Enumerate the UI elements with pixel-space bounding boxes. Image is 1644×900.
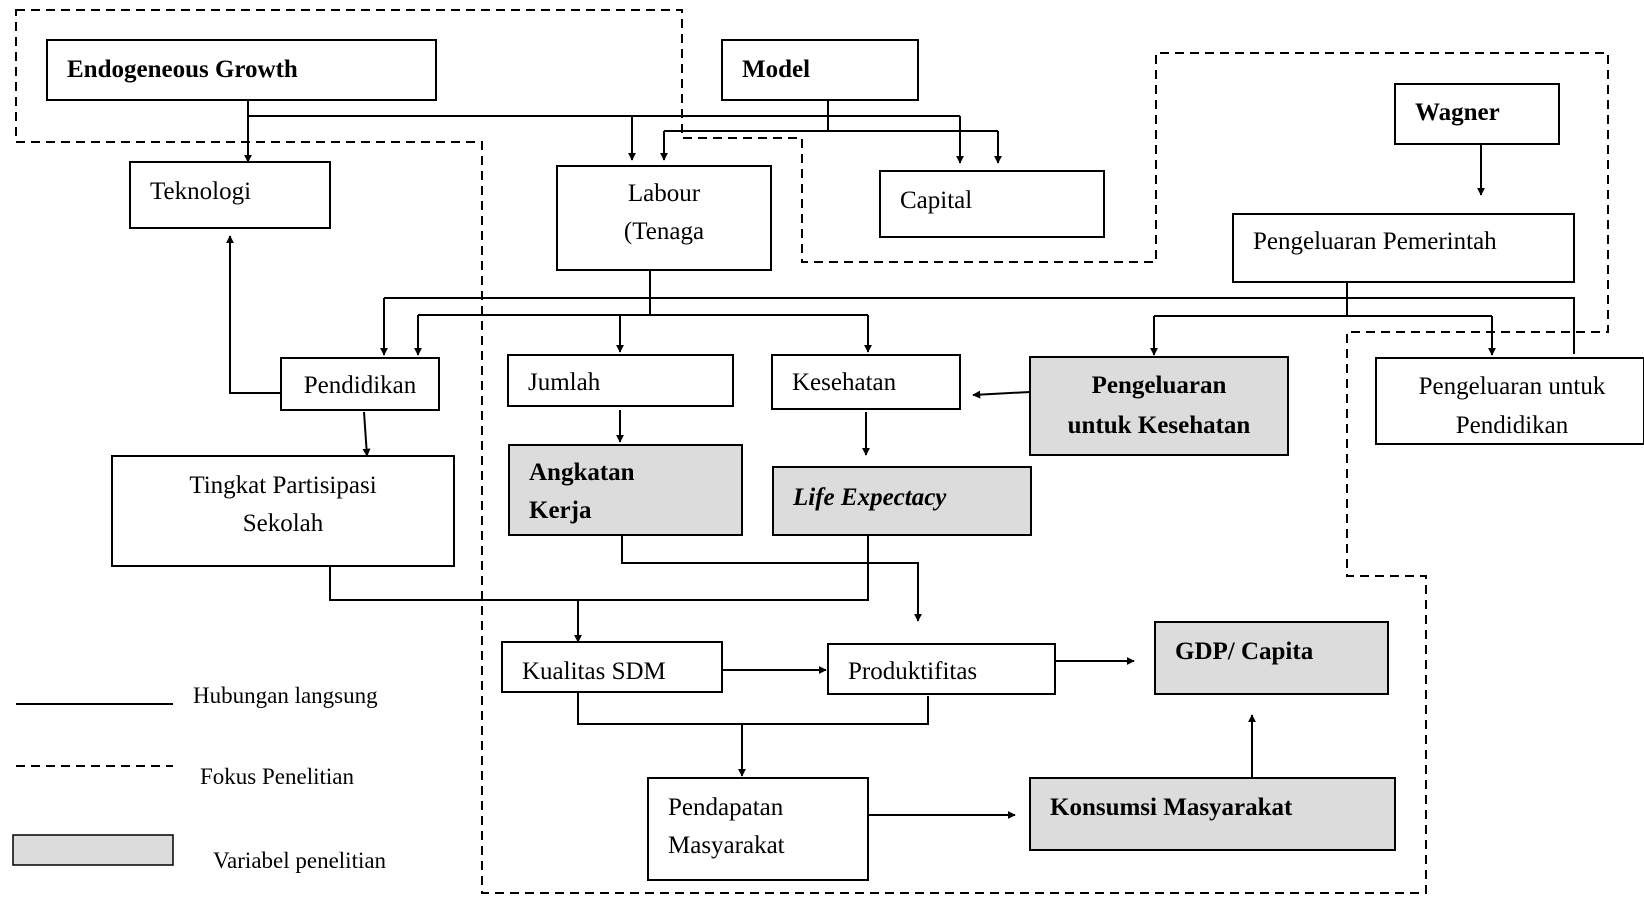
edge-to-pendapatan-bus bbox=[577, 692, 929, 725]
node-jumlah: Jumlah bbox=[507, 354, 734, 407]
node-pendapatan-label-1: Pendapatan bbox=[668, 794, 784, 821]
node-teknologi-label: Teknologi bbox=[150, 178, 251, 205]
focus-regions bbox=[15, 9, 1609, 894]
node-produktifitas: Produktifitas bbox=[827, 643, 1056, 695]
node-pengeluaran-pendidikan-label-1: Pengeluaran untuk bbox=[1419, 373, 1606, 400]
node-angkatan-kerja-label-1: Angkatan bbox=[529, 459, 635, 486]
legend-direct-label: Hubungan langsung bbox=[193, 683, 378, 708]
node-labour-label-2: (Tenaga bbox=[624, 218, 704, 245]
legend-focus-label: Fokus Penelitian bbox=[200, 764, 354, 789]
node-life-expectancy: Life Expectacy bbox=[772, 466, 1032, 536]
edges bbox=[226, 100, 1575, 819]
node-kesehatan: Kesehatan bbox=[771, 354, 961, 410]
node-tps-label-1: Tingkat Partisipasi bbox=[189, 472, 376, 499]
node-capital: Capital bbox=[879, 170, 1105, 238]
node-kesehatan-label: Kesehatan bbox=[792, 369, 897, 396]
edge-pendidikan-to-tps bbox=[362, 411, 371, 457]
node-capital-label: Capital bbox=[900, 187, 972, 214]
focus-region-endogeneous bbox=[15, 9, 1609, 894]
node-pengeluaran-pemerintah-label: Pengeluaran Pemerintah bbox=[1253, 228, 1497, 255]
edge-pengkes-to-kesehatan bbox=[972, 390, 1031, 399]
node-labour-label-1: Labour bbox=[628, 180, 701, 207]
node-konsumsi-masyarakat: Konsumsi Masyarakat bbox=[1029, 777, 1396, 851]
legend-variable-label: Variabel penelitian bbox=[213, 848, 387, 873]
node-endogeneous-growth: Endogeneous Growth bbox=[46, 39, 437, 101]
node-pengeluaran-kesehatan-label-2: untuk Kesehatan bbox=[1068, 412, 1251, 439]
node-tingkat-partisipasi-sekolah: Tingkat Partisipasi Sekolah bbox=[111, 455, 455, 567]
node-pengeluaran-kesehatan-label-1: Pengeluaran bbox=[1092, 372, 1227, 399]
node-teknologi: Teknologi bbox=[129, 161, 331, 229]
node-pengeluaran-pemerintah: Pengeluaran Pemerintah bbox=[1232, 213, 1575, 283]
node-pendidikan-label: Pendidikan bbox=[304, 372, 417, 399]
legend: Hubungan langsung Fokus Penelitian Varia… bbox=[12, 683, 387, 873]
node-pendapatan-masyarakat: Pendapatan Masyarakat bbox=[647, 777, 869, 881]
node-endogeneous-growth-label: Endogeneous Growth bbox=[67, 56, 298, 83]
edge-pendidikan-to-teknologi bbox=[226, 235, 281, 394]
node-konsumsi-label: Konsumsi Masyarakat bbox=[1050, 794, 1293, 821]
node-kualitas-sdm: Kualitas SDM bbox=[501, 641, 723, 693]
node-labour: Labour (Tenaga bbox=[556, 165, 772, 271]
node-pendidikan: Pendidikan bbox=[280, 357, 440, 411]
edge-angkatan-to-produktifitas bbox=[621, 535, 922, 622]
node-life-expectancy-label: Life Expectacy bbox=[792, 484, 947, 511]
node-pengeluaran-pendidikan: Pengeluaran untuk Pendidikan bbox=[1375, 357, 1644, 445]
node-pendapatan-label-2: Masyarakat bbox=[668, 832, 785, 859]
node-pengeluaran-pendidikan-label-2: Pendidikan bbox=[1456, 412, 1569, 439]
node-produktifitas-label: Produktifitas bbox=[848, 658, 977, 685]
node-jumlah-label: Jumlah bbox=[528, 369, 601, 396]
edge-labour-top-bus bbox=[384, 297, 1575, 354]
node-angkatan-kerja-label-2: Kerja bbox=[529, 497, 592, 524]
node-gdp-capita: GDP/ Capita bbox=[1154, 621, 1389, 695]
node-kualitas-sdm-label: Kualitas SDM bbox=[522, 658, 666, 685]
edge-tps-life-bus bbox=[329, 535, 869, 601]
legend-variable-swatch bbox=[12, 834, 174, 866]
node-wagner: Wagner bbox=[1394, 83, 1560, 145]
node-angkatan-kerja: Angkatan Kerja bbox=[508, 444, 743, 536]
node-wagner-label: Wagner bbox=[1415, 99, 1500, 126]
node-pengeluaran-kesehatan: Pengeluaran untuk Kesehatan bbox=[1029, 356, 1289, 456]
node-model-label: Model bbox=[742, 56, 810, 83]
node-model: Model bbox=[721, 39, 919, 101]
node-tps-label-2: Sekolah bbox=[243, 510, 324, 537]
node-gdp-capita-label: GDP/ Capita bbox=[1175, 638, 1314, 665]
